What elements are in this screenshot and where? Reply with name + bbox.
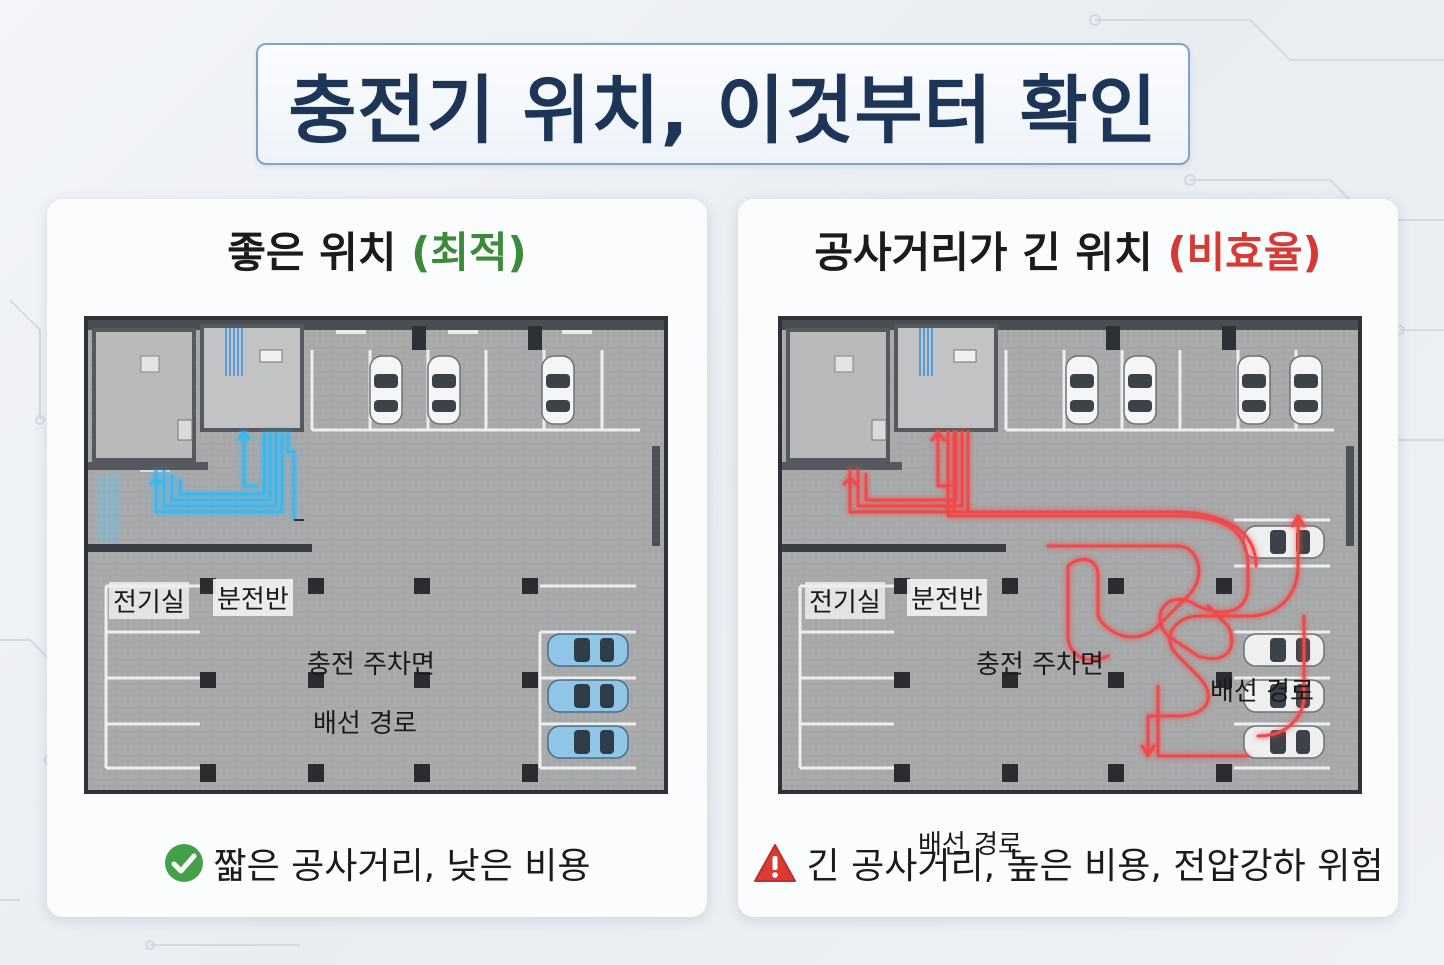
good-label-electrical-room: 전기실 [109, 582, 189, 619]
good-label-distribution-panel: 분전반 [213, 579, 293, 616]
bad-label-charging-spot: 충전 주차면 [976, 650, 1104, 680]
bad-label-wiring-route-top: 배선 경로 [1210, 677, 1314, 707]
bad-floor-plan [778, 316, 1362, 794]
bad-title-main: 공사거리가 긴 위치 [814, 228, 1153, 277]
good-caption-text: 짧은 공사거리, 낮은 비용 [213, 846, 591, 887]
good-title-tag: (최적) [411, 228, 527, 277]
good-location-panel: 좋은 위치 (최적) [47, 199, 707, 917]
bad-label-wiring-route-mid: 배선 경로 [918, 830, 1022, 860]
good-caption-row: 짧은 공사거리, 낮은 비용 [47, 837, 707, 889]
page-title-box: 충전기 위치, 이것부터 확인 [256, 43, 1190, 165]
bad-caption-row: 긴 공사거리, 높은 비용, 전압강하 위험 [738, 837, 1398, 889]
bad-caption-text: 긴 공사거리, 높은 비용, 전압강하 위험 [806, 846, 1384, 887]
page-title: 충전기 위치, 이것부터 확인 [288, 67, 1158, 154]
bad-label-distribution-panel: 분전반 [907, 579, 987, 616]
warning-triangle-icon [753, 844, 796, 882]
bad-panel-title: 공사거리가 긴 위치 (비효율) [738, 219, 1398, 280]
good-label-wiring-route: 배선 경로 [313, 709, 417, 739]
inefficient-location-panel: 공사거리가 긴 위치 (비효율) [738, 199, 1398, 917]
bad-label-electrical-room: 전기실 [805, 582, 885, 619]
good-title-main: 좋은 위치 [227, 228, 397, 277]
bad-title-tag: (비효율) [1167, 228, 1322, 277]
check-circle-icon [164, 844, 203, 882]
good-label-charging-spot: 충전 주차면 [307, 650, 435, 680]
good-floor-plan [84, 316, 668, 794]
good-panel-title: 좋은 위치 (최적) [47, 219, 707, 280]
